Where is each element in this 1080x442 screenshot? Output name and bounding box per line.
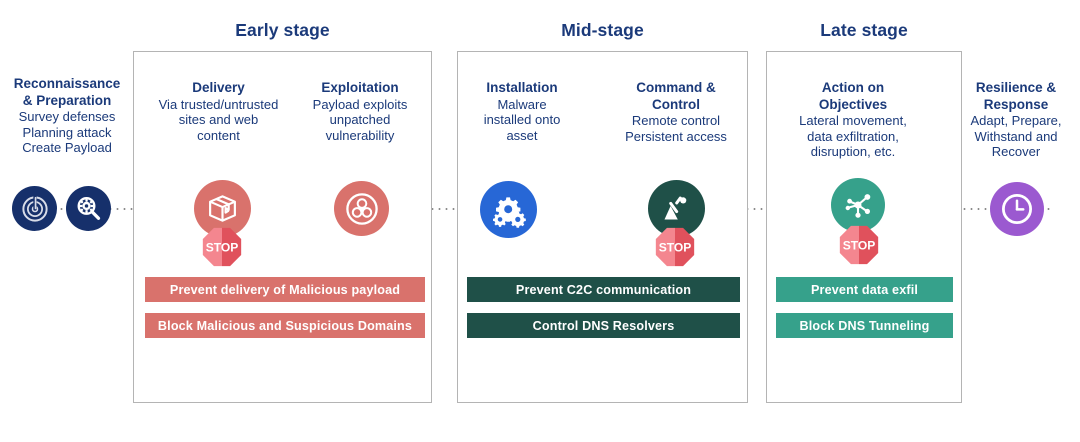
phase-title-line1: Action on: [821, 80, 885, 95]
clock-icon: [990, 182, 1044, 236]
stop-sign-command-control: STOP: [652, 224, 698, 270]
stage-box-early: [133, 51, 432, 403]
phase-desc-line1: Adapt, Prepare,: [970, 113, 1062, 128]
stop-sign-label: STOP: [206, 240, 239, 254]
phase-title-line1: Installation: [486, 80, 558, 95]
phase-title-line1: Exploitation: [321, 80, 399, 95]
phase-desc-line2: unpatched: [329, 112, 391, 127]
package-box-icon: [194, 180, 251, 237]
gears-icon: [480, 181, 537, 238]
phase-desc-line1: Survey defenses: [18, 109, 116, 124]
phase-desc-line2: Withstand and: [974, 128, 1058, 144]
phase-desc-line3: Recover: [991, 144, 1041, 159]
phase-title-line2: Objectives: [818, 96, 888, 112]
phase-desc-line2: data exfiltration,: [807, 128, 899, 144]
phase-command-control: Command & Control Remote control Persist…: [608, 80, 744, 144]
phase-desc-line3: vulnerability: [325, 127, 395, 143]
satellite-dish-icon: [648, 180, 705, 237]
phase-delivery: Delivery Via trusted/untrusted sites and…: [145, 80, 292, 143]
phase-desc-line2: Planning attack: [22, 124, 112, 140]
phase-reconnaissance: Reconnaissance & Preparation Survey defe…: [4, 76, 130, 156]
phase-title-line2: & Preparation: [22, 92, 112, 108]
stage-title-late: Late stage: [820, 20, 908, 40]
phase-desc-line1: Remote control: [631, 113, 721, 128]
control-badge-mid-1[interactable]: Prevent C2C communication: [467, 277, 740, 302]
phase-title-line1: Command &: [636, 80, 716, 95]
phase-title-line2: Control: [652, 96, 700, 112]
stage-title-early: Early stage: [235, 20, 330, 40]
phase-desc-line1: Via trusted/untrusted: [158, 96, 279, 112]
phase-desc-line3: disruption, etc.: [810, 144, 896, 159]
phase-desc-line2: installed onto: [483, 112, 561, 127]
stage-title-mid: Mid-stage: [561, 20, 644, 40]
phase-title-line1: Delivery: [192, 80, 245, 95]
phase-title-line2: Response: [983, 96, 1049, 112]
phase-action-on-objectives: Action on Objectives Lateral movement, d…: [777, 80, 929, 160]
biohazard-icon: [334, 181, 389, 236]
control-badge-late-2[interactable]: Block DNS Tunneling: [776, 313, 953, 338]
phase-desc-line1: Lateral movement,: [799, 113, 907, 128]
stage-box-late: [766, 51, 962, 403]
phase-desc-line3: content: [197, 127, 240, 143]
control-badge-early-2[interactable]: Block Malicious and Suspicious Domains: [145, 313, 425, 338]
network-share-icon: [831, 178, 885, 232]
phase-desc-line2: Persistent access: [625, 128, 727, 144]
phase-installation: Installation Malware installed onto asse…: [461, 80, 583, 143]
phase-resilience-response: Resilience & Response Adapt, Prepare, Wi…: [955, 80, 1077, 160]
stop-sign-label: STOP: [659, 240, 692, 254]
phase-desc-line3: asset: [506, 127, 538, 143]
stop-sign-label: STOP: [843, 238, 876, 252]
phase-desc-line1: Payload exploits: [312, 96, 408, 112]
phase-desc-line3: Create Payload: [22, 140, 112, 155]
control-badge-late-1[interactable]: Prevent data exfil: [776, 277, 953, 302]
stop-sign-delivery: STOP: [199, 224, 245, 270]
control-badge-early-1[interactable]: Prevent delivery of Malicious payload: [145, 277, 425, 302]
control-badge-mid-2[interactable]: Control DNS Resolvers: [467, 313, 740, 338]
stop-sign-action-on-objectives: STOP: [836, 222, 882, 268]
phase-title-line1: Resilience &: [975, 80, 1057, 95]
phase-exploitation: Exploitation Payload exploits unpatched …: [295, 80, 425, 143]
magnifier-gear-icon: [66, 186, 111, 231]
radar-icon: [12, 186, 57, 231]
phase-desc-line1: Malware: [497, 96, 547, 112]
phase-desc-line2: sites and web: [178, 112, 259, 127]
phase-title-line1: Reconnaissance: [13, 76, 121, 91]
